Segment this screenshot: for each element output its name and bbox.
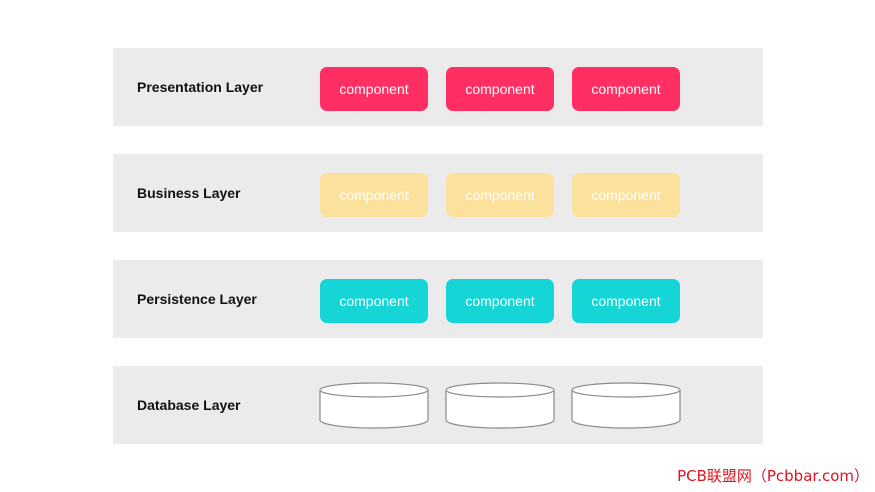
presentation-component: component	[320, 67, 428, 111]
watermark-text: PCB联盟网（Pcbbar.com）	[677, 467, 869, 485]
layer-label-business: Business Layer	[137, 185, 241, 201]
database-layer: Database Layer	[113, 366, 763, 444]
business-component: component	[320, 173, 428, 217]
database-cylinder-icon	[445, 382, 555, 429]
presentation-layer: Presentation Layer component component c…	[113, 48, 763, 126]
layer-label-presentation: Presentation Layer	[137, 79, 264, 95]
persistence-component: component	[572, 279, 680, 323]
business-layer: Business Layer component component compo…	[113, 154, 763, 232]
persistence-layer: Persistence Layer component component co…	[113, 260, 763, 338]
business-component: component	[446, 173, 554, 217]
presentation-component: component	[572, 67, 680, 111]
presentation-component: component	[446, 67, 554, 111]
persistence-component: component	[446, 279, 554, 323]
layer-label-database: Database Layer	[137, 397, 241, 413]
business-component: component	[572, 173, 680, 217]
database-cylinder-icon	[319, 382, 429, 429]
layer-label-persistence: Persistence Layer	[137, 291, 257, 307]
persistence-component: component	[320, 279, 428, 323]
database-cylinder-icon	[571, 382, 681, 429]
